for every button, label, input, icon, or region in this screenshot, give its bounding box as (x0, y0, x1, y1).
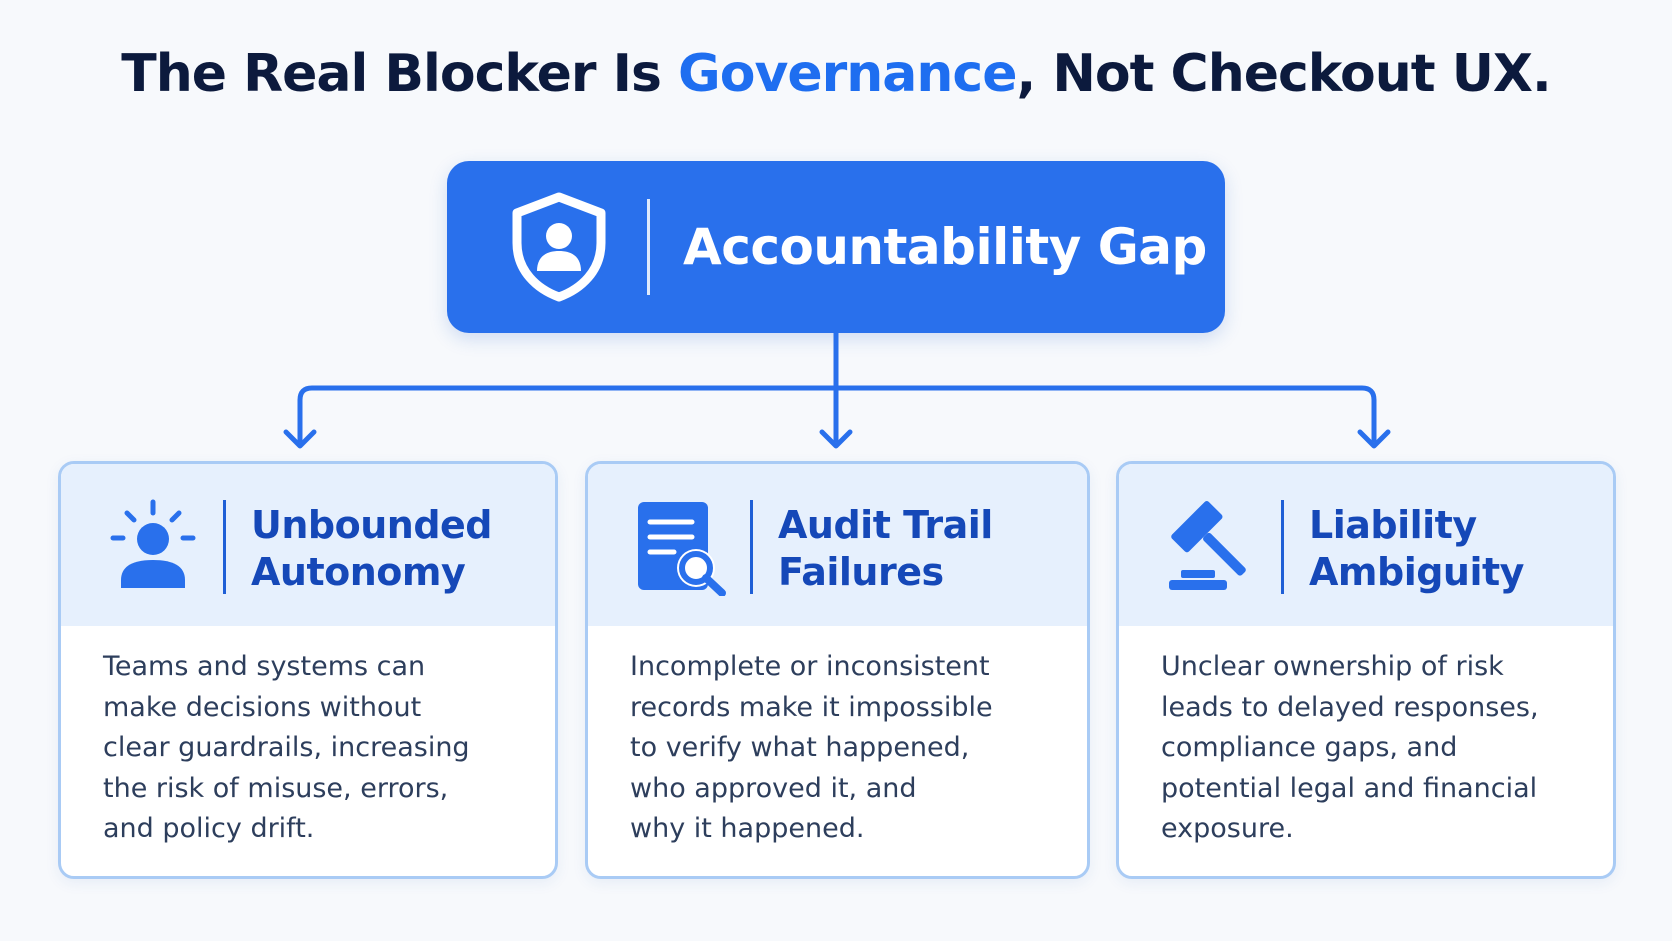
accountability-gap-hub: Accountability Gap (447, 161, 1225, 333)
card-divider (1281, 500, 1284, 594)
shield-user-icon (512, 192, 606, 302)
title-accent: Governance (678, 44, 1017, 104)
card-title-line: Unbounded (251, 503, 493, 547)
hub-label: Accountability Gap (683, 218, 1207, 276)
card-header: Unbounded Autonomy (61, 464, 555, 626)
card-body-line: to verify what happened, (630, 732, 970, 763)
card-body-line: potential legal and financial (1161, 772, 1538, 804)
title-suffix: , Not Checkout UX. (1016, 44, 1551, 104)
card-title-line: Ambiguity (1309, 550, 1524, 594)
hub-divider (647, 199, 650, 295)
card-body-line: Unclear ownership of risk (1161, 651, 1504, 682)
card-body-line: compliance gaps, and (1161, 732, 1458, 763)
card-description: Teams and systems can make decisions wit… (103, 647, 525, 850)
card-title: Audit Trail Failures (778, 502, 993, 596)
alert-person-icon (110, 499, 196, 588)
card-header: Audit Trail Failures (588, 464, 1087, 626)
card-title-line: Audit Trail (778, 503, 993, 547)
page-title: The Real Blocker Is Governance, Not Chec… (0, 44, 1672, 104)
card-divider (223, 500, 226, 594)
card-divider (750, 500, 753, 594)
card-body-line: Teams and systems can (103, 651, 426, 682)
card-body-line: the risk of misuse, errors, (103, 772, 449, 804)
card-body-line: make decisions without (103, 691, 422, 723)
card-title: Unbounded Autonomy (251, 502, 493, 596)
card-description: Unclear ownership of risk leads to delay… (1161, 647, 1583, 850)
card-audit-trail-failures: Audit Trail Failures Incomplete or incon… (585, 461, 1090, 879)
card-title-line: Autonomy (251, 550, 466, 594)
document-search-icon (638, 502, 726, 596)
card-body-line: exposure. (1161, 813, 1294, 844)
card-title-line: Liability (1309, 503, 1477, 547)
card-body-line: records make it impossible (630, 691, 993, 723)
gavel-icon (1169, 501, 1246, 590)
card-header: Liability Ambiguity (1119, 464, 1613, 626)
card-body-line: Incomplete or inconsistent (630, 651, 990, 682)
arrowhead-left (283, 429, 317, 449)
arrowhead-right (1357, 429, 1391, 449)
card-title-line: Failures (778, 550, 944, 594)
arrowhead-center (819, 429, 853, 449)
card-unbounded-autonomy: Unbounded Autonomy Teams and systems can… (58, 461, 558, 879)
card-title: Liability Ambiguity (1309, 502, 1524, 596)
card-body-line: and policy drift. (103, 813, 315, 844)
card-liability-ambiguity: Liability Ambiguity Unclear ownership of… (1116, 461, 1616, 879)
title-prefix: The Real Blocker Is (121, 44, 679, 104)
card-body-line: who approved it, and (630, 772, 917, 804)
card-body-line: leads to delayed responses, (1161, 691, 1539, 723)
card-body-line: clear guardrails, increasing (103, 732, 470, 763)
card-description: Incomplete or inconsistent records make … (630, 647, 1057, 850)
card-body-line: why it happened. (630, 813, 865, 844)
branch-connector (297, 385, 1377, 443)
